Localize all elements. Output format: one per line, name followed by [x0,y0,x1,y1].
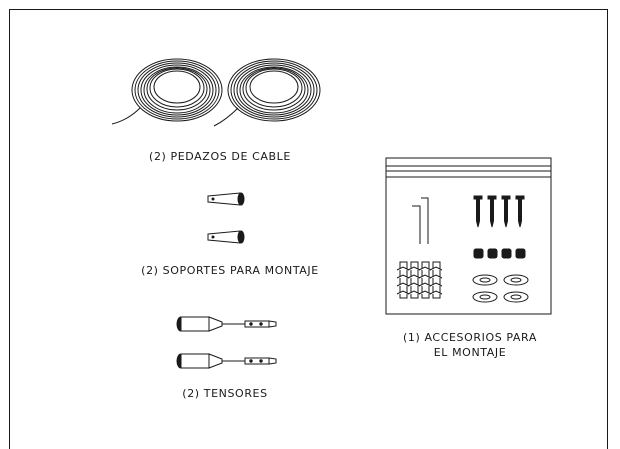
cables-label: (2) PEDAZOS DE CABLE [149,150,291,163]
accessories-label-line2: EL MONTAJE [433,346,507,359]
mounting-support-1 [207,192,245,206]
accessories-label-line1: (1) ACCESORIOS PARA [403,331,537,344]
cable-coil-left [111,58,223,125]
illustration-frame [9,9,608,449]
mounting-support-2 [207,230,245,244]
tensioner-2 [176,353,277,369]
tensioners-label: (2) TENSORES [182,387,268,400]
supports-label: (2) SOPORTES PARA MONTAJE [141,264,319,277]
tensioner-1 [176,316,277,332]
accessory-bag [385,157,552,315]
cable-coil-right [213,58,321,127]
